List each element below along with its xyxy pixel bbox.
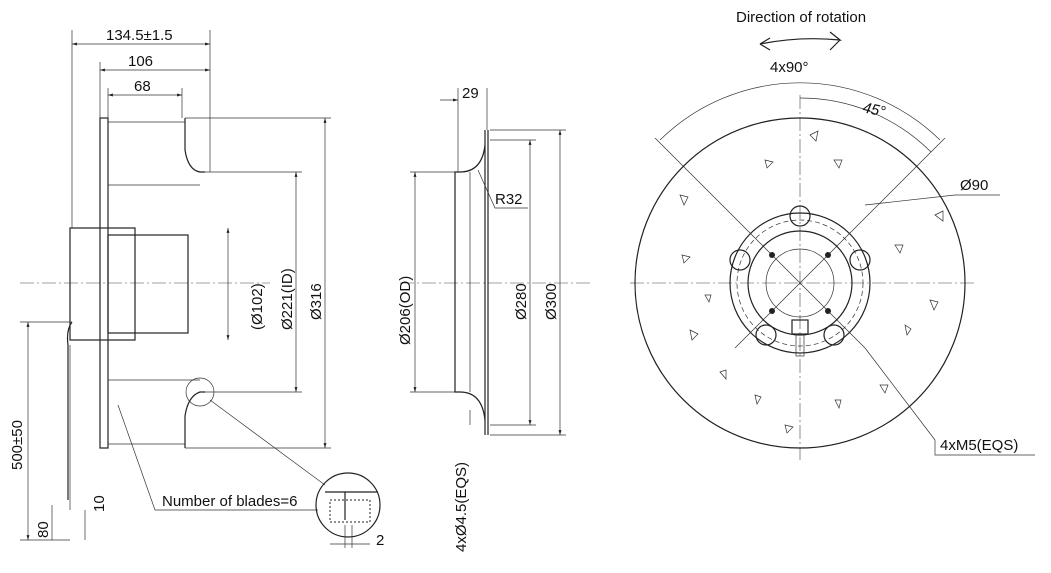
rotation-label: Direction of rotation	[736, 9, 866, 26]
side-view: 134.5±1.5 106 68 (Ø102) Ø221(ID) Ø316 50…	[9, 27, 384, 549]
dim-motor-length: 68	[134, 78, 151, 95]
dim-inlet-diameter: Ø221(ID)	[279, 268, 296, 330]
motor-rotor	[107, 234, 189, 334]
mounting-hole	[755, 324, 777, 346]
cable	[66, 321, 73, 500]
mounting-hole	[823, 324, 845, 346]
dim-wheel-width: 106	[128, 53, 153, 70]
front-view: Direction of rotation 4x90° 45°	[630, 9, 1035, 460]
mounting-hole	[729, 249, 751, 271]
angle-arc	[659, 82, 941, 141]
dim-detail: 2	[376, 532, 384, 549]
impeller-outline	[634, 117, 966, 449]
mounting-hole	[789, 205, 811, 227]
dim-wheel-diameter: Ø316	[308, 283, 325, 320]
dim-overall-length: 134.5±1.5	[106, 27, 173, 44]
shroud-bottom	[184, 391, 205, 448]
detail-circle	[315, 472, 381, 538]
angle-spacing: 4x90°	[770, 59, 809, 76]
dim-threads: 4xM5(EQS)	[940, 437, 1018, 454]
dim-hub-diameter: (Ø102)	[249, 283, 266, 330]
rotation-arrow	[759, 31, 842, 51]
dim-cable-strip: 80	[35, 521, 52, 538]
dim-ring-depth: 29	[462, 85, 479, 102]
mounting-hole	[849, 249, 871, 271]
dim-motor-bolt-circle: Ø90	[960, 177, 988, 194]
blade-markers	[679, 130, 944, 434]
dim-wire-strip: 10	[91, 495, 108, 512]
dim-radius: R32	[495, 191, 523, 208]
dim-ring-od: Ø206(OD)	[397, 276, 414, 345]
motor-flange	[729, 212, 871, 354]
inlet-ring-view: 29 R32 Ø206(OD) Ø280 Ø300 4xØ4.5(EQS)	[397, 85, 590, 552]
dim-flange-diameter: Ø300	[543, 283, 560, 320]
dim-bolt-circle: Ø280	[513, 283, 530, 320]
blades-note: Number of blades=6	[162, 493, 298, 510]
motor-body	[69, 227, 136, 341]
shroud-top	[184, 118, 205, 173]
dim-cable-length: 500±50	[9, 420, 26, 470]
angle-offset: 45°	[861, 99, 887, 120]
dim-holes: 4xØ4.5(EQS)	[453, 462, 470, 552]
